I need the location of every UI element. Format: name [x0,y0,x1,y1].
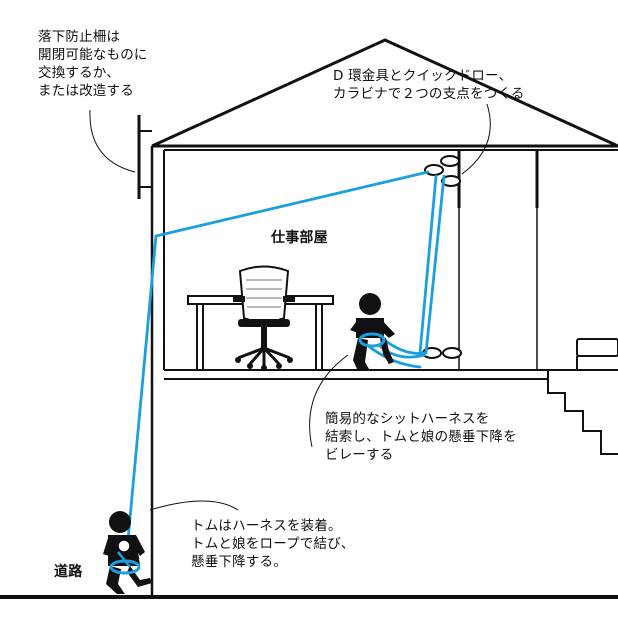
guardrail-annotation-line-1: 落下防止柵は [38,29,121,45]
guardrail-annotation-line-3: 交換するか、 [38,65,120,81]
leader-harness [309,354,349,448]
room-label: 仕事部屋 [271,230,328,246]
leader-tom [149,500,239,511]
floor-anchor-icon [422,347,462,359]
tom-figure-icon [103,511,152,594]
anchor-annotation-line-1: D 環金具とクイックドロー、 [333,68,513,84]
ceiling-anchor-icon [424,155,461,187]
harness-annotation: 簡易的なシットハーネスを 結索し、トムと娘の懸垂下降を ビレーする [325,410,517,464]
office-chair-icon [233,265,295,371]
guardrail-icon [137,115,152,199]
belayer-figure-icon [350,293,395,369]
staircase [547,370,618,455]
harness-annotation-line-1: 簡易的なシットハーネスを [325,411,490,427]
bench-icon [576,338,618,370]
harness-annotation-line-2: 結索し、トムと娘の懸垂下降を [325,429,517,445]
anchor-annotation: D 環金具とクイックドロー、 カラビナで２つの支点をつくる [333,67,525,103]
leader-lines [89,103,491,511]
guardrail-annotation-line-2: 開閉可能なものに [38,47,148,63]
guardrail-annotation: 落下防止柵は 開閉可能なものに 交換するか、 または改造する [38,28,148,100]
leader-guardrail [89,109,136,173]
roof-outline [151,38,618,148]
guardrail-annotation-line-4: または改造する [38,83,134,99]
road-label: 道路 [54,564,83,580]
anchor-annotation-line-2: カラビナで２つの支点をつくる [333,86,525,102]
leader-anchor [461,103,491,175]
tom-annotation-line-3: 懸垂下降する。 [191,554,287,570]
tom-annotation: トムはハーネスを装着。 トムと娘をロープで結び、 懸垂下降する。 [191,517,355,571]
tom-annotation-line-2: トムと娘をロープで結び、 [191,536,355,552]
tom-annotation-line-1: トムはハーネスを装着。 [191,518,342,534]
harness-annotation-line-3: ビレーする [325,447,394,463]
